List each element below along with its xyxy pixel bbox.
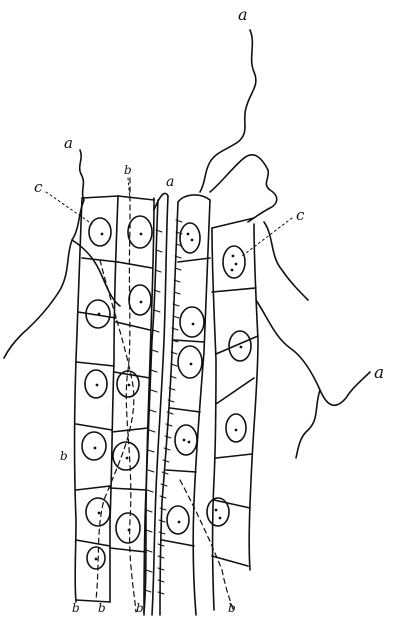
label-b-mid: b bbox=[60, 449, 68, 463]
basal-line-right bbox=[180, 480, 234, 612]
leader-c-right bbox=[242, 218, 292, 256]
label-c-right: c bbox=[296, 206, 305, 224]
label-a-top: a bbox=[238, 5, 248, 24]
irregular-process bbox=[210, 155, 277, 222]
label-b-bottom-2: b bbox=[98, 601, 106, 615]
label-a-right: a bbox=[374, 363, 384, 383]
left-column-inner bbox=[110, 196, 118, 602]
mid-column-right bbox=[144, 198, 154, 612]
label-a-left: a bbox=[64, 134, 73, 152]
label-b-bottom-1: b bbox=[72, 601, 80, 615]
vessel-cap bbox=[178, 195, 210, 202]
capillary-cap bbox=[154, 193, 168, 210]
nerve-fiber-right bbox=[256, 300, 370, 405]
nerve-fiber-right-branch bbox=[296, 390, 320, 458]
right-column-b-outer bbox=[249, 224, 258, 570]
vessel-right-wall bbox=[193, 200, 210, 615]
label-c-left: c bbox=[34, 178, 43, 196]
label-b-bottom-3: b bbox=[136, 601, 144, 615]
cell-borders-left bbox=[76, 196, 118, 602]
label-a-mid: a bbox=[166, 174, 174, 190]
label-b-top: b bbox=[124, 163, 132, 177]
cell-borders-right bbox=[212, 218, 258, 566]
leader-c-left bbox=[46, 192, 92, 224]
nerve-fiber-left bbox=[4, 150, 84, 358]
label-b-bottom-right: b bbox=[228, 601, 236, 615]
nerve-fiber-top bbox=[200, 30, 256, 192]
